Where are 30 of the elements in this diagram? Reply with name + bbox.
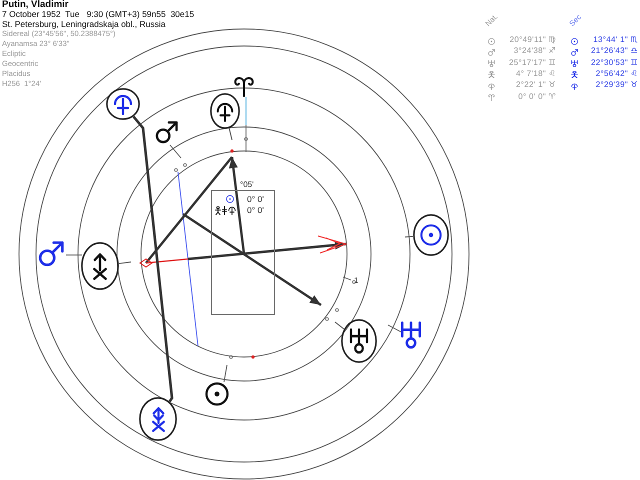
connecting-line: [132, 116, 174, 402]
degree-label: °05': [240, 180, 254, 190]
leader-line: [404, 236, 414, 238]
position-value: 22°30'53" ♊: [590, 58, 638, 68]
center-info-panel: [211, 190, 275, 315]
glyph-ellipse: [210, 93, 240, 129]
chart-title: Putin, Vladimir: [2, 0, 69, 10]
position-value: 21°26'43" ♎: [590, 47, 638, 56]
birth-place-text: St. Petersburg, Leningradskaja obl., Russia: [2, 20, 166, 29]
position-value: 13°44' 1" ♏: [592, 36, 638, 45]
degree-text: 0° 0': [247, 206, 264, 216]
house-number: 1: [354, 277, 358, 286]
position-value: 2°56'42" ♌: [594, 70, 638, 79]
leader-line: [118, 262, 132, 264]
glyph-ellipse: [341, 319, 377, 363]
degree-text: 0° 0': [247, 195, 264, 204]
position-value: 2°29'39" ♉: [594, 81, 638, 90]
leader-line: [228, 128, 232, 140]
position-value: 3°24'38" ♐: [512, 47, 556, 56]
glyph-ellipse: [81, 242, 119, 290]
position-value: 4° 7'18" ♌: [515, 70, 556, 79]
glyph-ellipse: [139, 397, 177, 441]
position-value: 25°17'17" ♊: [508, 58, 556, 68]
position-value: 20°49'11" ♍: [508, 36, 556, 45]
glyph-ellipse: [413, 214, 449, 256]
birth-data-text: 7 October 1952 Tue 9:30 (GMT+3) 59n55 30e15: [2, 10, 194, 20]
position-value: 0° 0' 0" ♈: [517, 92, 556, 102]
position-value: 2°22' 1" ♉: [515, 81, 556, 90]
leader-line: [334, 322, 344, 330]
glyph-ellipse: [106, 88, 140, 120]
